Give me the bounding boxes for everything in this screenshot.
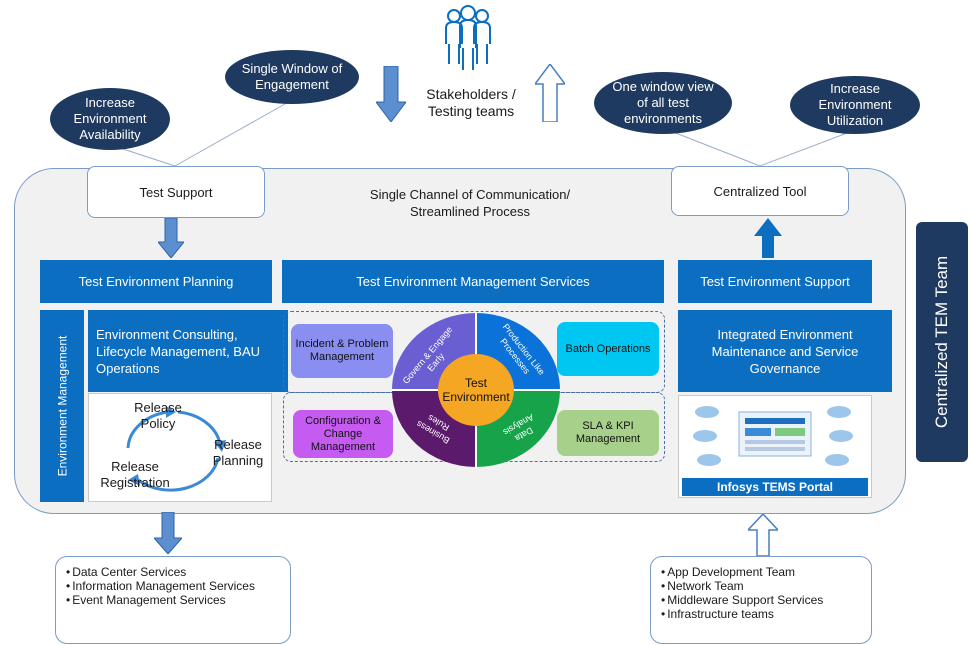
connector-lines xyxy=(119,99,856,167)
configuration-change-box: Configuration & Change Management xyxy=(293,410,393,458)
list-item: Network Team xyxy=(661,579,861,593)
list-item: Information Management Services xyxy=(66,579,280,593)
sla-kpi-box: SLA & KPI Management xyxy=(557,410,659,456)
release-policy: Release Policy xyxy=(134,400,182,431)
consulting-box: Environment Consulting, Lifecycle Manage… xyxy=(88,310,288,392)
oval-one-window-view: One window view of all test environments xyxy=(594,72,732,134)
list-item: Event Management Services xyxy=(66,593,280,607)
release-planning: Release Planning xyxy=(212,437,264,468)
down-arrow-icon xyxy=(376,66,406,122)
stakeholders-label: Stakeholders / Testing teams xyxy=(410,86,532,120)
donut-core xyxy=(438,354,514,426)
env-management-vertical: Environment Management xyxy=(40,310,84,502)
list-item: App Development Team xyxy=(661,565,861,579)
list-item: Middleware Support Services xyxy=(661,593,861,607)
oval-single-window: Single Window of Engagement xyxy=(225,50,359,104)
portal-screenshot-icon xyxy=(693,406,853,466)
centralized-tem-team-label: Centralized TEM Team xyxy=(932,255,951,429)
up-arrow-icon xyxy=(754,218,782,258)
header-support: Test Environment Support xyxy=(678,260,872,303)
list-item: Data Center Services xyxy=(66,565,280,579)
test-support-box: Test Support xyxy=(87,166,265,218)
down-arrow-icon xyxy=(154,512,182,554)
test-environment-donut xyxy=(392,313,560,467)
list-item: Infrastructure teams xyxy=(661,607,861,621)
channel-line1: Single Channel of Communication/ xyxy=(369,187,571,202)
channel-line2: Streamlined Process xyxy=(410,204,530,219)
bottom-right-list: App Development Team Network Team Middle… xyxy=(650,556,872,644)
cycle-arrows-icon xyxy=(126,406,226,492)
oval-increase-utilization: Increase Environment Utilization xyxy=(790,76,920,134)
people-icon xyxy=(445,5,491,70)
governance-box: Integrated Environment Maintenance and S… xyxy=(678,310,892,392)
stakeholders-line2: Testing teams xyxy=(427,103,515,119)
channel-text: Single Channel of Communication/ Streaml… xyxy=(330,186,610,220)
oval-increase-availability: Increase Environment Availability xyxy=(50,88,170,150)
up-arrow-icon xyxy=(535,64,565,122)
stakeholders-line1: Stakeholders / xyxy=(426,86,516,102)
centralized-tem-team-panel: Centralized TEM Team xyxy=(916,222,968,462)
env-management-label: Environment Management xyxy=(55,335,69,477)
header-services: Test Environment Management Services xyxy=(282,260,664,303)
donut-core-label: Test Environment xyxy=(442,376,510,404)
header-planning: Test Environment Planning xyxy=(40,260,272,303)
up-arrow-icon xyxy=(748,514,778,556)
down-arrow-icon xyxy=(158,218,184,258)
release-registration: Release Registration xyxy=(100,459,170,490)
batch-operations-box: Batch Operations xyxy=(557,322,659,376)
consulting-text: Environment Consulting, Lifecycle Manage… xyxy=(96,326,261,376)
bottom-left-list: Data Center Services Information Managem… xyxy=(55,556,291,644)
tems-portal-label: Infosys TEMS Portal xyxy=(682,478,868,496)
centralized-tool-box: Centralized Tool xyxy=(671,166,849,216)
incident-problem-box: Incident & Problem Management xyxy=(291,324,393,378)
